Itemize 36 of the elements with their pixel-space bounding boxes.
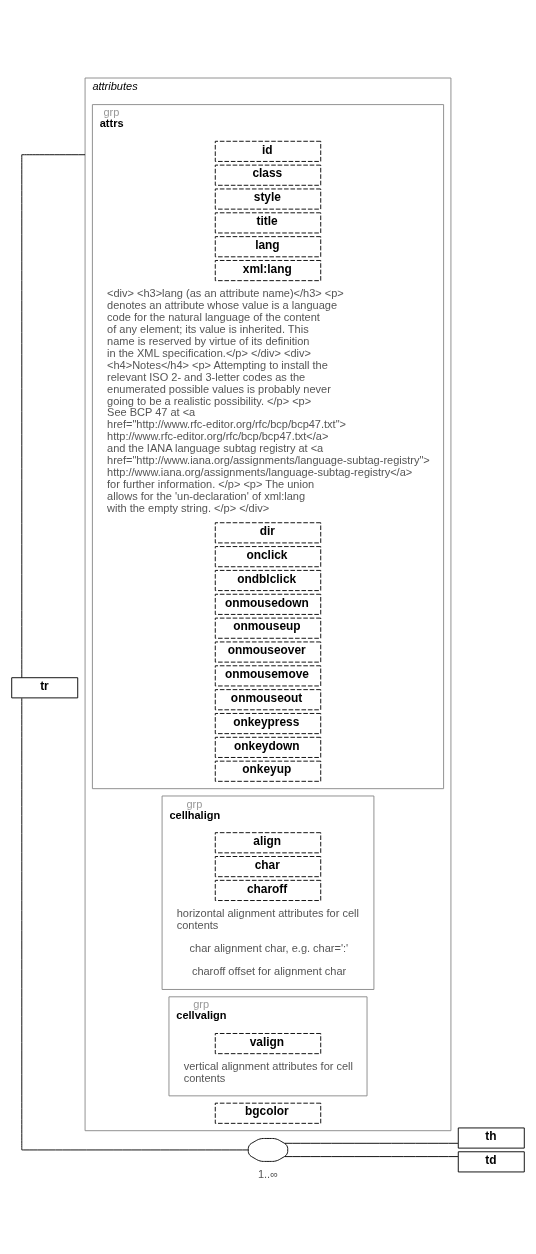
node-box: char xyxy=(214,855,322,877)
node-box: ondblclick xyxy=(214,569,322,591)
node-box: onkeydown xyxy=(214,736,322,758)
node-box: tr xyxy=(11,676,79,698)
node-box: title xyxy=(214,211,322,233)
node-box: th xyxy=(457,1127,525,1149)
node-box: class xyxy=(214,164,322,186)
node-box: onmouseout xyxy=(214,688,322,710)
node-box: style xyxy=(214,188,322,210)
node-label: vertical alignment attributes for cell contents xyxy=(183,1059,353,1084)
node-box: onmouseover xyxy=(214,641,322,663)
node-box: bgcolor xyxy=(214,1102,322,1124)
node-label: horizontal alignment attributes for cell contents xyxy=(176,906,359,931)
node-box: onmouseup xyxy=(214,617,322,639)
node-octagon xyxy=(247,1137,289,1162)
node-label: charoff offset for alignment char xyxy=(191,964,347,977)
node-box: charoff xyxy=(214,879,322,901)
node-box: onkeypress xyxy=(214,712,322,734)
node-box: valign xyxy=(214,1032,322,1054)
node-box: xml:lang xyxy=(214,259,322,281)
node-label: 1..∞ xyxy=(257,1167,278,1180)
node-box: onclick xyxy=(214,545,322,567)
connector xyxy=(21,697,249,1150)
node-label: <div> <h3>lang (as an attribute name)</h3> <p> denotes an attribute whose value is a language code for the natural language of the content of any element; its value is inherited. This name is reserved by virtue of its definition in the XML specification.</p> </div> <div> <h4>Notes</h4> <p> Attempting to install the relevant ISO 2- and 3-letter codes as the enumerated possible values is probably never going to be a realistic possibility. </p> <p> See BCP 47 at <a href="http://www.rfc-editor.org/rfc/bcp/bcp47.txt"> http://www.rfc-editor.org/rfc/bcp/bcp47.txt</a> and the IANA language subtag registry at <a href="http://www.iana.org/assignments/language-subtag-registry"> http://www.iana.org/assignments/language-subtag-registry</a> for further information. </p> <p> The union allows for the 'un-declaration' of xml:lang with the empty string. </p> </div> xyxy=(107,286,430,514)
node-box: td xyxy=(457,1150,525,1172)
node-box: lang xyxy=(214,235,322,257)
node-box: align xyxy=(214,831,322,853)
node-box: dir xyxy=(214,521,322,543)
node-label: char alignment char, e.g. char=':' xyxy=(189,941,349,954)
node-box: onkeyup xyxy=(214,760,322,782)
connector xyxy=(284,1155,459,1157)
node-box: onmousedown xyxy=(214,593,322,615)
connector xyxy=(284,1142,459,1144)
connector xyxy=(21,153,86,678)
node-box: onmousemove xyxy=(214,664,322,686)
node-box: id xyxy=(214,140,322,162)
